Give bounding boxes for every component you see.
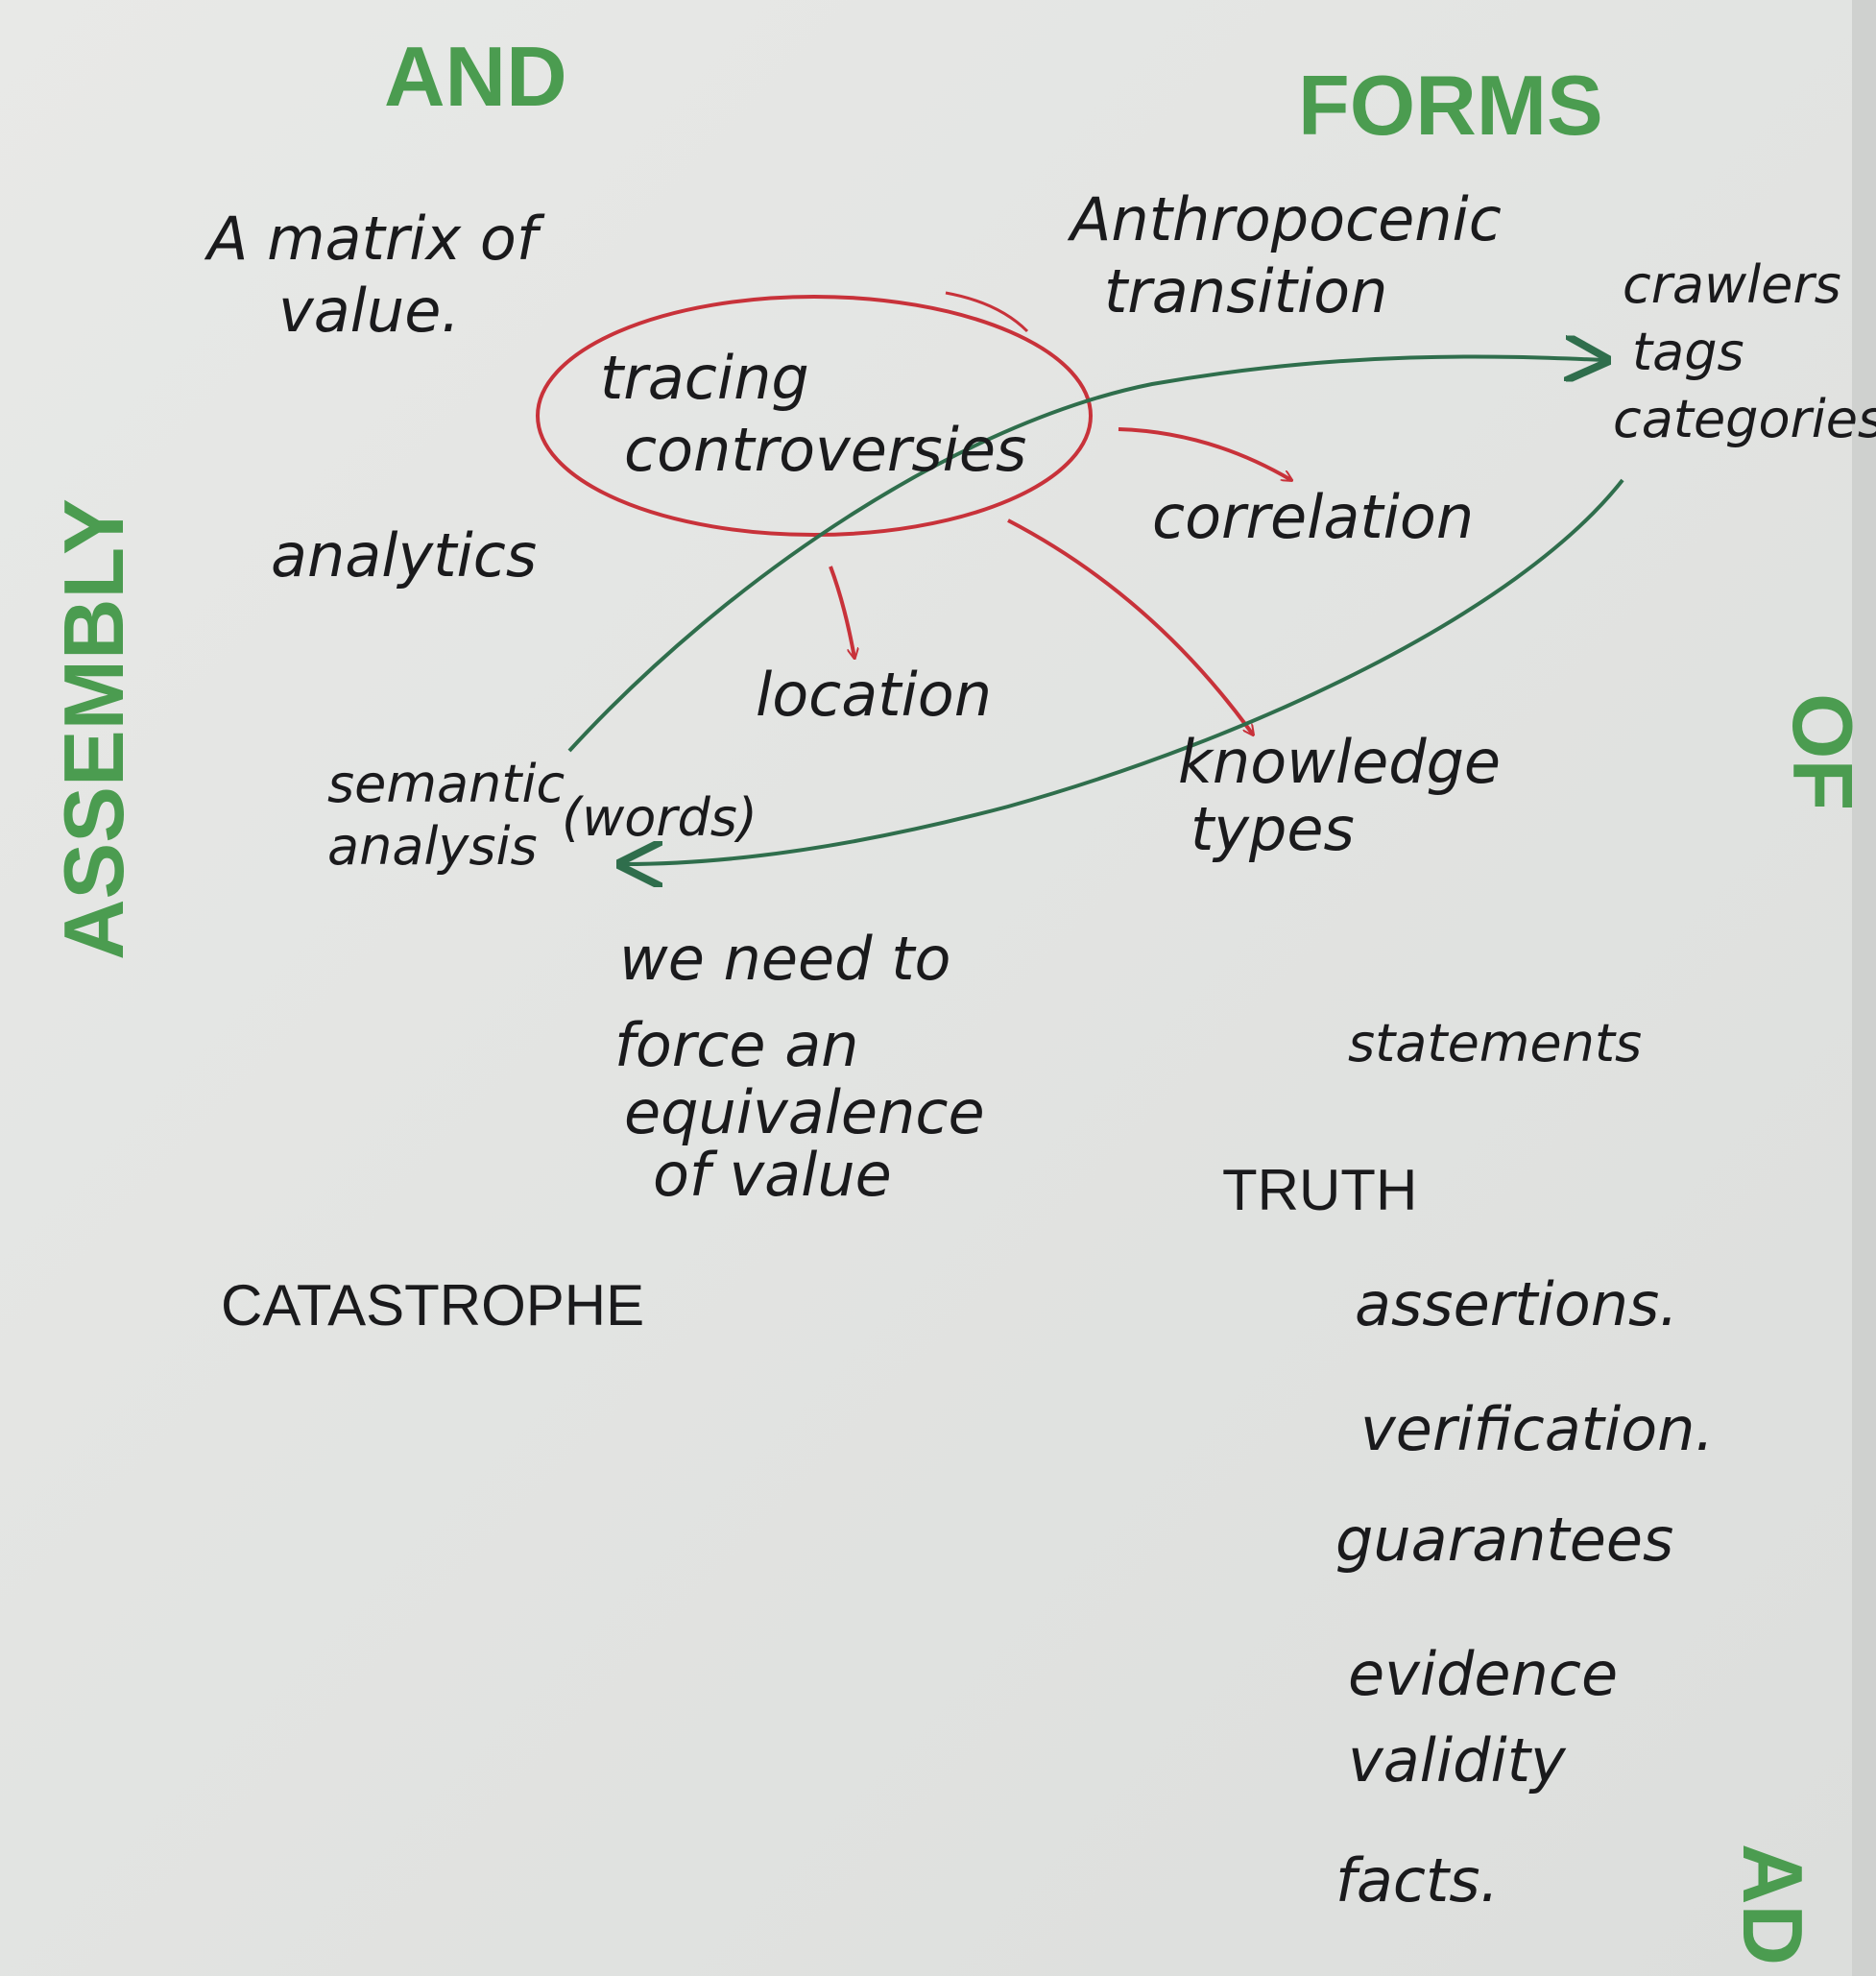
note-assertions: assertions.: [1355, 1269, 1678, 1339]
note-tracing-line1: tracing: [600, 343, 809, 413]
circle-overstroke: [945, 291, 1029, 333]
arrow-to-knowledge-types: [1007, 518, 1253, 735]
note-matrix-line1: A matrix of: [204, 204, 545, 274]
note-semantic-line2: analysis: [327, 816, 538, 877]
paper-edge: [1852, 0, 1876, 1976]
note-need-line3: equivalence: [624, 1077, 985, 1147]
heading-assembly: ASSEMBLY: [46, 498, 141, 960]
arrow-to-correlation: [1118, 427, 1291, 480]
note-words: (words): [562, 787, 758, 848]
note-need-line1: we need to: [619, 924, 950, 994]
note-verification: verification.: [1360, 1394, 1714, 1464]
note-need-line4: of value: [653, 1140, 892, 1210]
heading-ad: AD: [1725, 1843, 1820, 1965]
note-categories: categories: [1613, 389, 1876, 449]
note-location: location: [756, 660, 992, 730]
note-knowledge-line1: knowledge: [1178, 727, 1501, 797]
note-tracing-line2: controversies: [624, 415, 1026, 485]
note-anthropo-line1: Anthropocenic: [1067, 184, 1502, 254]
note-analytics: analytics: [271, 520, 537, 590]
note-crawlers: crawlers: [1623, 254, 1841, 315]
note-facts: facts.: [1335, 1845, 1499, 1916]
note-statements: statements: [1348, 1013, 1642, 1073]
note-validity: validity: [1348, 1725, 1567, 1795]
note-catastrophe: CATASTROPHE: [221, 1273, 644, 1337]
note-evidence: evidence: [1348, 1639, 1618, 1709]
heading-of: OF: [1775, 693, 1870, 810]
heading-and: AND: [384, 29, 567, 124]
heading-forms: FORMS: [1298, 58, 1603, 153]
arrow-categories-to-words: [624, 478, 1624, 864]
arrow-to-location: [829, 566, 854, 658]
note-tags: tags: [1632, 322, 1744, 382]
arrow-semantic-to-crawlers: [567, 356, 1603, 753]
note-need-line2: force an: [614, 1010, 858, 1080]
note-anthropo-line2: transition: [1104, 256, 1387, 326]
note-truth: TRUTH: [1222, 1158, 1417, 1222]
note-correlation: correlation: [1152, 482, 1474, 552]
note-matrix-line2: value.: [278, 276, 460, 346]
tracing-controversies-circle: [536, 295, 1093, 537]
note-guarantees: guarantees: [1335, 1505, 1673, 1575]
note-knowledge-line2: types: [1191, 794, 1355, 864]
note-semantic-line1: semantic: [327, 754, 565, 814]
